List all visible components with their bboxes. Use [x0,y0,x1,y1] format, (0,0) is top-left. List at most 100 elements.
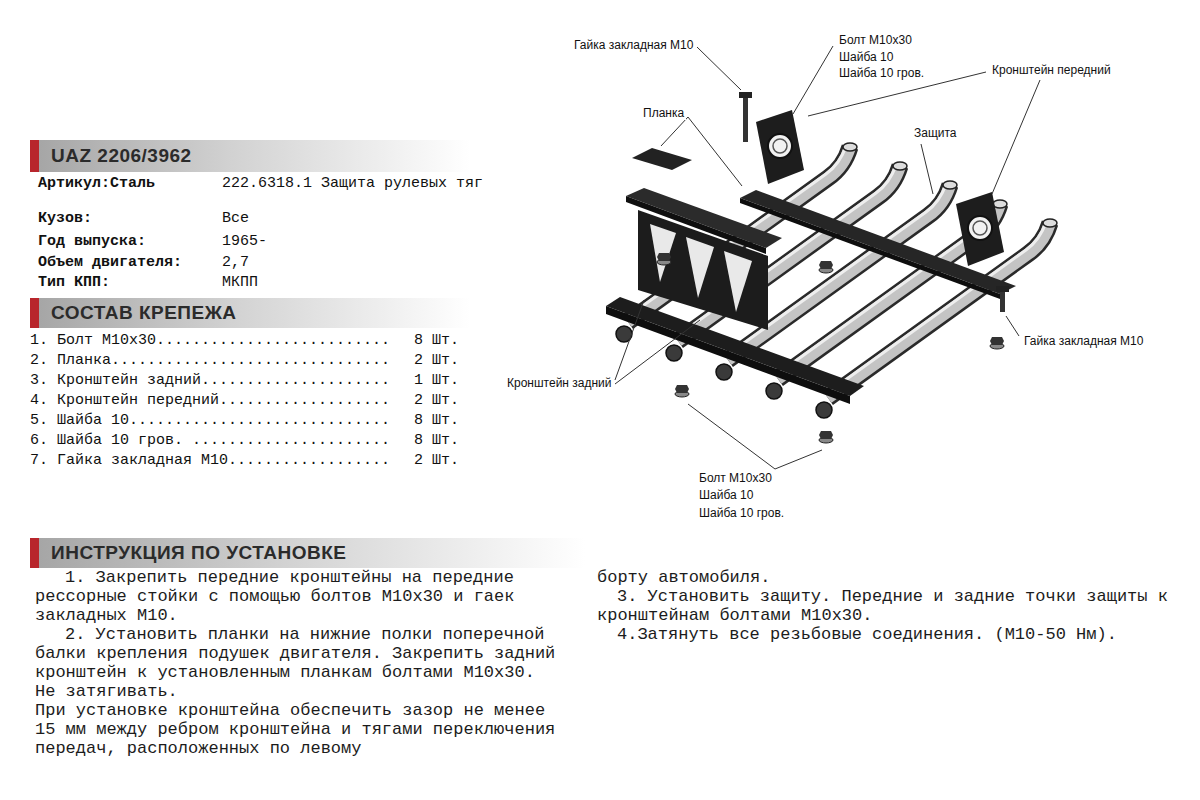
callout-label: Кронштейн передний [990,63,1113,77]
tube-tip [893,162,907,170]
parts-quantity: 2 Шт. [414,392,459,410]
parts-quantity: 8 Шт. [414,432,459,450]
leader-line [697,47,741,90]
spec-value: 1965- [222,233,267,251]
spec-label: Артикул:Сталь [38,175,155,193]
bolt-head [819,261,833,269]
leader-line [688,404,775,469]
callout-label: Гайка закладная М10 [1022,334,1145,348]
leader-line [1006,316,1019,336]
parts-item: 1. Болт М10х30.......................... [30,332,390,350]
bracket-hole [968,216,992,240]
front-bar-edge [606,306,850,404]
leader-lines [615,46,1040,469]
bracket-cutout [686,237,714,298]
heading-text: ИНСТРУКЦИЯ ПО УСТАНОВКЕ [51,542,346,564]
leader-line [615,320,700,384]
bracket-hole [768,134,792,158]
leader-line [992,80,1040,194]
instruction-text: 3. Установить защиту. Передние и задние … [597,587,1187,625]
spec-value: МКПП [222,274,258,292]
callout-label: Гайка закладная М10 [572,38,695,52]
tube-tip [993,200,1007,208]
bolt-icon [657,253,671,265]
parts-item: 3. Кронштейн задний..................... [30,372,390,390]
front-bracket [756,110,804,184]
spec-label: Кузов: [38,210,92,228]
front-bracket-plate [756,110,804,184]
bolt-head [675,385,689,393]
embedded-nut [1000,290,1005,312]
tube-tip [1043,219,1057,227]
front-bracket [956,192,1004,266]
leader-line [688,117,742,186]
instruction-text: 4.Затянуть все резьбовые соединения. (М1… [597,625,1187,644]
tube-body [828,223,1050,398]
callout-label: Шайба 10 гров. [837,66,926,80]
bracket-hole-ring [773,139,787,153]
parts-item: 6. Шайба 10 гров. ...................... [30,432,390,450]
callout-label: Планка [641,106,686,120]
bolt-icon [990,337,1004,349]
bolt-icon [819,431,833,443]
heading-band: СОСТАВ КРЕПЕЖА [30,298,470,328]
tube-end [766,383,782,399]
tube-ends [616,326,832,418]
tube-group [626,146,1050,398]
instruction-text: При установке кронштейна обеспечить зазо… [35,701,570,758]
embedded-nut [743,96,748,142]
leader-line [615,300,644,380]
heading-text: СОСТАВ КРЕПЕЖА [51,302,237,324]
callout-label: Шайба 10 [697,488,755,502]
front-bracket-plate [956,192,1004,266]
bolt-head [657,253,671,261]
plate-piece [632,148,692,170]
instruction-text: Не затягивать. [35,682,570,701]
bolt-head [819,431,833,439]
embedded-nut-head [996,286,1009,292]
tube-tip [843,143,857,151]
parts-quantity: 2 Шт. [414,452,459,470]
bolt-head [990,337,1004,345]
bracket-cutout [650,224,676,282]
instruction-text: 2. Установить планки на нижние полки поп… [35,625,570,682]
spec-value: Все [222,210,249,228]
embedded-nut-head [739,92,752,98]
bolt-icon [675,385,689,397]
instruction-text: 1. Закрепить передние кронштейны на пере… [35,568,570,625]
bracket-hole-ring [973,221,987,235]
spec-label: Год выпуска: [38,233,146,251]
tube-end [716,364,732,380]
tube-tip [943,181,957,189]
heading-band: UAZ 2206/3962 [30,140,470,172]
tube-end [666,345,682,361]
bolt-icon [819,261,833,273]
callout-label: Шайба 10 гров. [697,506,786,520]
callout-label: Болт М10х30 [697,471,774,485]
heading-band: ИНСТРУКЦИЯ ПО УСТАНОВКЕ [30,538,585,568]
tube-tips [843,143,1057,227]
leader-line [921,144,933,194]
heading-text: UAZ 2206/3962 [51,145,192,167]
callout-label: Болт М10х30 [837,33,914,47]
parts-item: 5. Шайба 10............................. [30,412,390,430]
spec-label: Объем двигателя: [38,254,182,272]
spec-label: Тип КПП: [38,274,110,292]
instruction-text: борту автомобиля. [597,568,1187,587]
spec-value: 2,7 [222,254,249,272]
leader-line [793,46,833,114]
tube-end [816,402,832,418]
tube-highlight [826,222,1046,394]
callout-label: Кронштейн задний [505,376,614,390]
cross-strap [740,190,1016,294]
parts-quantity: 2 Шт. [414,352,459,370]
parts-quantity: 8 Шт. [414,412,459,430]
callout-label: Шайба 10 [837,50,895,64]
spec-value: 222.6318.1 Защита рулевых тяг [222,175,483,193]
parts-quantity: 8 Шт. [414,332,459,350]
bracket-cutout [724,251,752,312]
parts-item: 7. Гайка закладная М10.................. [30,452,390,470]
parts-item: 4. Кронштейн передний................... [30,392,390,410]
tube-outline [828,223,1050,398]
